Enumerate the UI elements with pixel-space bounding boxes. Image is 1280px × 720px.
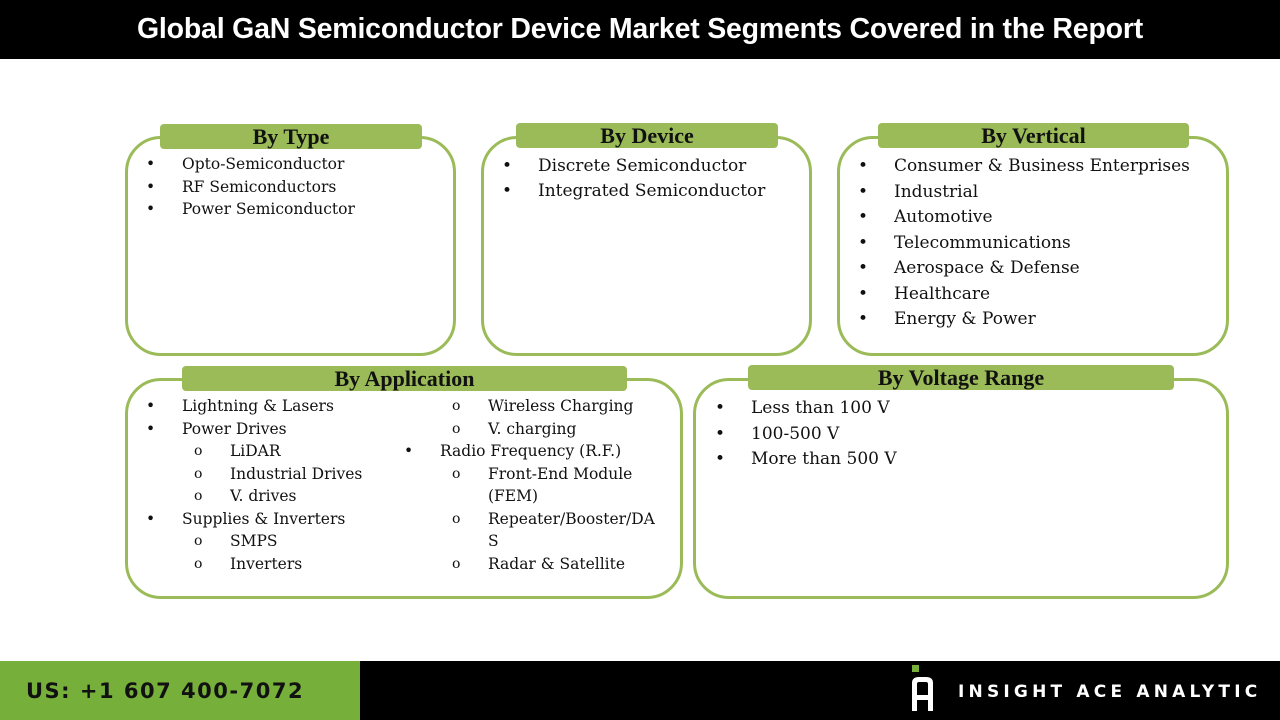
list-item: •Aerospace & Defense <box>858 256 1190 282</box>
circle-bullet-icon: o <box>194 488 203 504</box>
bullet-icon: • <box>715 398 726 418</box>
circle-bullet-icon: o <box>452 465 461 482</box>
type-list: •Opto-Semiconductor •RF Semiconductors •… <box>146 153 355 221</box>
list-item: •RF Semiconductors <box>146 176 355 199</box>
brand-name: INSIGHT ACE ANALYTIC <box>958 682 1262 702</box>
insight-ace-logo-icon <box>912 665 933 711</box>
device-list: •Discrete Semiconductor •Integrated Semi… <box>502 154 765 204</box>
bullet-icon: • <box>715 449 726 469</box>
panel-by-device <box>481 136 812 356</box>
list-item: •Less than 100 V <box>715 396 897 422</box>
bullet-icon: • <box>858 207 869 227</box>
bullet-icon: • <box>146 397 156 415</box>
footer-brand: INSIGHT ACE ANALYTIC <box>360 661 1280 720</box>
phone-number: US: +1 607 400-7072 <box>26 678 305 703</box>
list-item: •Radio Frequency (R.F.) <box>404 440 666 463</box>
bullet-icon: • <box>858 258 869 278</box>
bullet-icon: • <box>715 423 726 444</box>
bullet-icon: • <box>404 442 414 460</box>
list-item: •Supplies & Inverters <box>146 508 362 531</box>
list-item: •More than 500 V <box>715 447 897 473</box>
circle-bullet-icon: o <box>194 465 203 482</box>
list-item: •100-500 V <box>715 422 897 448</box>
circle-bullet-icon: o <box>194 555 203 572</box>
list-item: •Consumer & Business Enterprises <box>858 154 1190 180</box>
list-item: •Discrete Semiconductor <box>502 154 765 179</box>
list-item: •Lightning & Lasers <box>146 395 362 418</box>
vertical-list: •Consumer & Business Enterprises •Indust… <box>858 154 1190 333</box>
list-item: •Energy & Power <box>858 307 1190 333</box>
list-item: •Integrated Semiconductor <box>502 179 765 204</box>
panel-by-voltage-range <box>693 378 1229 599</box>
bullet-icon: • <box>146 155 156 173</box>
circle-bullet-icon: o <box>452 398 461 414</box>
panel-by-application <box>125 378 683 599</box>
bullet-icon: • <box>858 283 869 304</box>
list-item: •Automotive <box>858 205 1190 231</box>
title-bar: Global GaN Semiconductor Device Market S… <box>0 0 1280 59</box>
bullet-icon: • <box>858 309 869 329</box>
footer-contact: US: +1 607 400-7072 <box>0 661 360 720</box>
bullet-icon: • <box>502 156 513 176</box>
bullet-icon: • <box>858 181 869 202</box>
page-title: Global GaN Semiconductor Device Market S… <box>136 13 1144 45</box>
bullet-icon: • <box>146 509 156 528</box>
voltage-list: •Less than 100 V •100-500 V •More than 5… <box>715 396 897 473</box>
bullet-icon: • <box>146 200 156 218</box>
list-item: •Power Semiconductor <box>146 198 355 221</box>
panel-title-by-device: By Device <box>516 123 778 148</box>
bullet-icon: • <box>146 177 156 196</box>
circle-bullet-icon: o <box>452 510 461 527</box>
list-item: •Healthcare <box>858 282 1190 308</box>
list-item: •Industrial <box>858 180 1190 206</box>
panel-by-vertical <box>837 136 1229 356</box>
panel-title-by-type: By Type <box>160 124 422 149</box>
circle-bullet-icon: o <box>194 443 203 459</box>
list-item: •Opto-Semiconductor <box>146 153 355 176</box>
bullet-icon: • <box>858 232 869 253</box>
bullet-icon: • <box>858 156 869 176</box>
circle-bullet-icon: o <box>194 533 203 549</box>
panel-title-by-application: By Application <box>182 366 627 391</box>
list-item: •Power Drives <box>146 418 362 441</box>
list-item: •Telecommunications <box>858 231 1190 257</box>
panel-title-by-voltage-range: By Voltage Range <box>748 365 1174 390</box>
circle-bullet-icon: o <box>452 555 461 572</box>
circle-bullet-icon: o <box>452 420 461 437</box>
panel-title-by-vertical: By Vertical <box>878 123 1189 148</box>
bullet-icon: • <box>502 181 513 201</box>
bullet-icon: • <box>146 419 156 438</box>
